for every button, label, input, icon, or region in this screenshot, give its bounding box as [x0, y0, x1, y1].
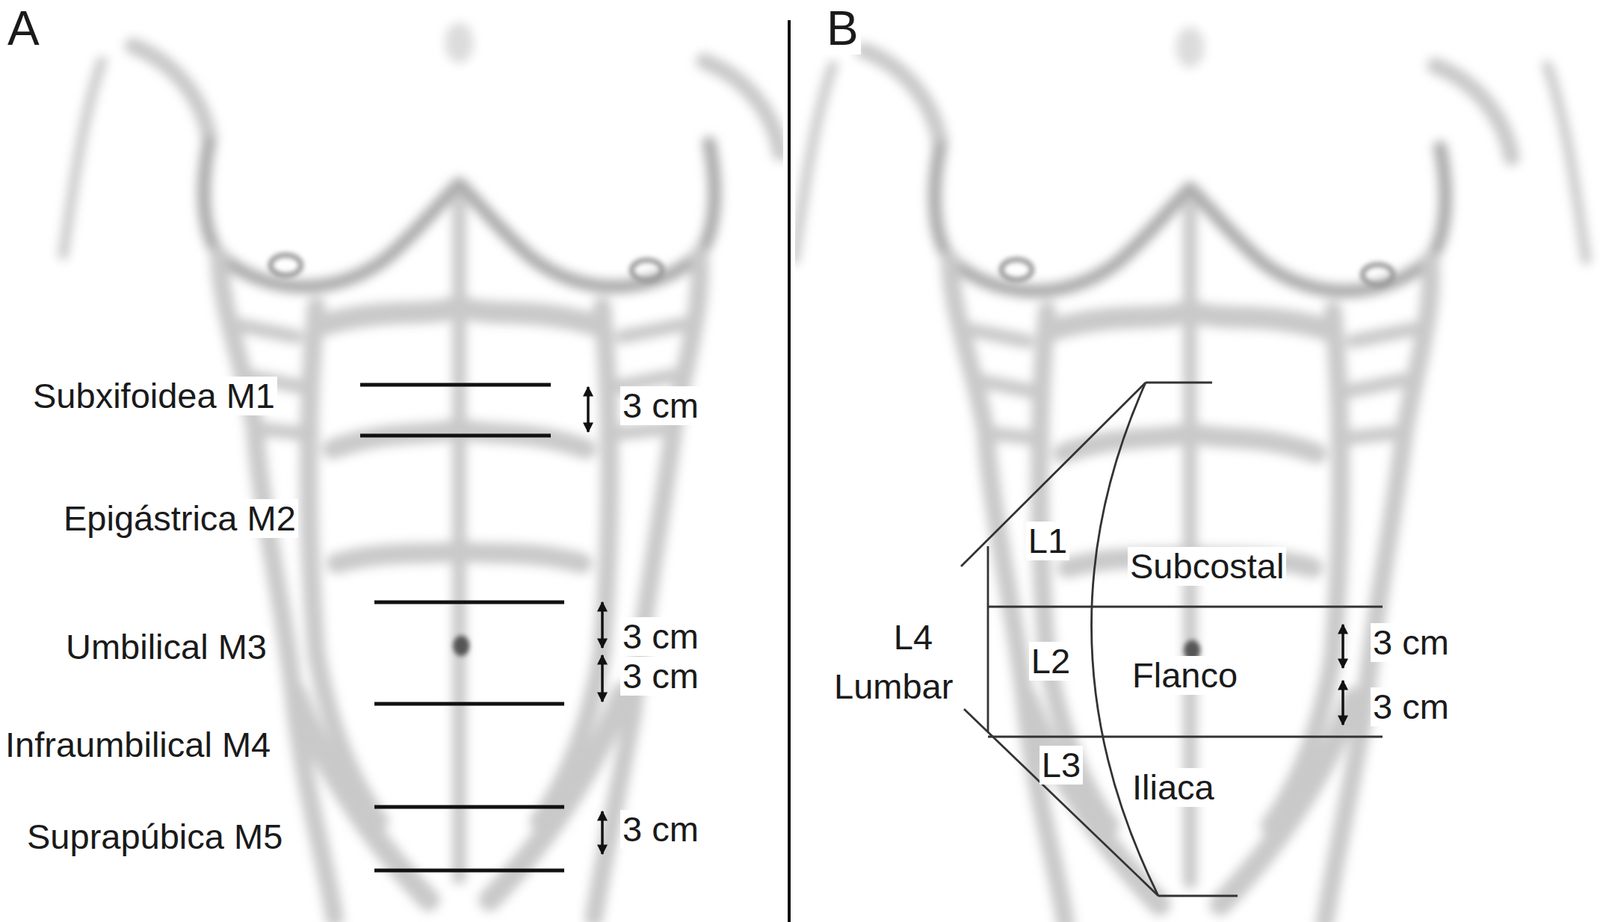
torso-panel-b: [795, 26, 1586, 922]
zone-code: L3: [1039, 745, 1083, 785]
dimension-label: 3 cm: [620, 810, 701, 849]
dimension-arrow: [1341, 680, 1345, 725]
zone-line: [374, 702, 565, 707]
zone-line: [374, 805, 565, 810]
zone-line: [1145, 381, 1213, 385]
dimension-label: 3 cm: [1370, 623, 1452, 663]
region-label: Lumbar: [831, 667, 956, 707]
dimension-arrow: [600, 811, 604, 855]
region-label: Epigástrica M2: [61, 499, 299, 539]
torso-panel-a: [63, 22, 784, 919]
region-label: Umbilical M3: [63, 627, 270, 667]
dimension-arrow: [600, 602, 604, 648]
dimension-arrow: [586, 387, 590, 432]
zone-line: [987, 546, 990, 733]
region-label: Flanco: [1129, 656, 1240, 696]
zone-curve: [1091, 382, 1159, 897]
zone-line: [964, 709, 1159, 897]
zone-code: L2: [1029, 641, 1073, 681]
panel-letter: A: [5, 2, 42, 55]
zone-line: [374, 869, 565, 873]
zone-lines-a: [360, 384, 565, 871]
dimension-label: 3 cm: [620, 386, 701, 426]
panel-divider: [787, 20, 791, 922]
zone-line: [961, 382, 1146, 567]
panel-letter: B: [824, 2, 861, 55]
dimension-label: 3 cm: [1370, 687, 1452, 727]
region-label: Iliaca: [1129, 768, 1217, 808]
zone-lines-b: [961, 382, 1383, 897]
dimension-arrows: [588, 387, 1343, 855]
zone-line: [987, 606, 1383, 609]
zone-line: [987, 736, 1383, 739]
region-label: Suprapúbica M5: [24, 817, 285, 857]
region-label: Subxifoidea M1: [30, 376, 278, 416]
region-label: Subcostal: [1127, 547, 1287, 586]
dimension-arrow: [600, 655, 604, 702]
torso-figure: [795, 26, 1586, 922]
zone-line: [374, 600, 565, 605]
zone-line: [360, 383, 551, 388]
dimension-label: 3 cm: [620, 617, 701, 657]
dimension-arrow: [1341, 624, 1345, 669]
zone-line: [1158, 895, 1238, 898]
zone-code: L4: [891, 618, 935, 657]
dimension-label: 3 cm: [620, 656, 701, 696]
zone-line: [360, 434, 551, 438]
torso-figure: [63, 22, 784, 919]
region-label: Infraumbilical M4: [2, 725, 273, 765]
zone-code: L1: [1026, 521, 1070, 561]
